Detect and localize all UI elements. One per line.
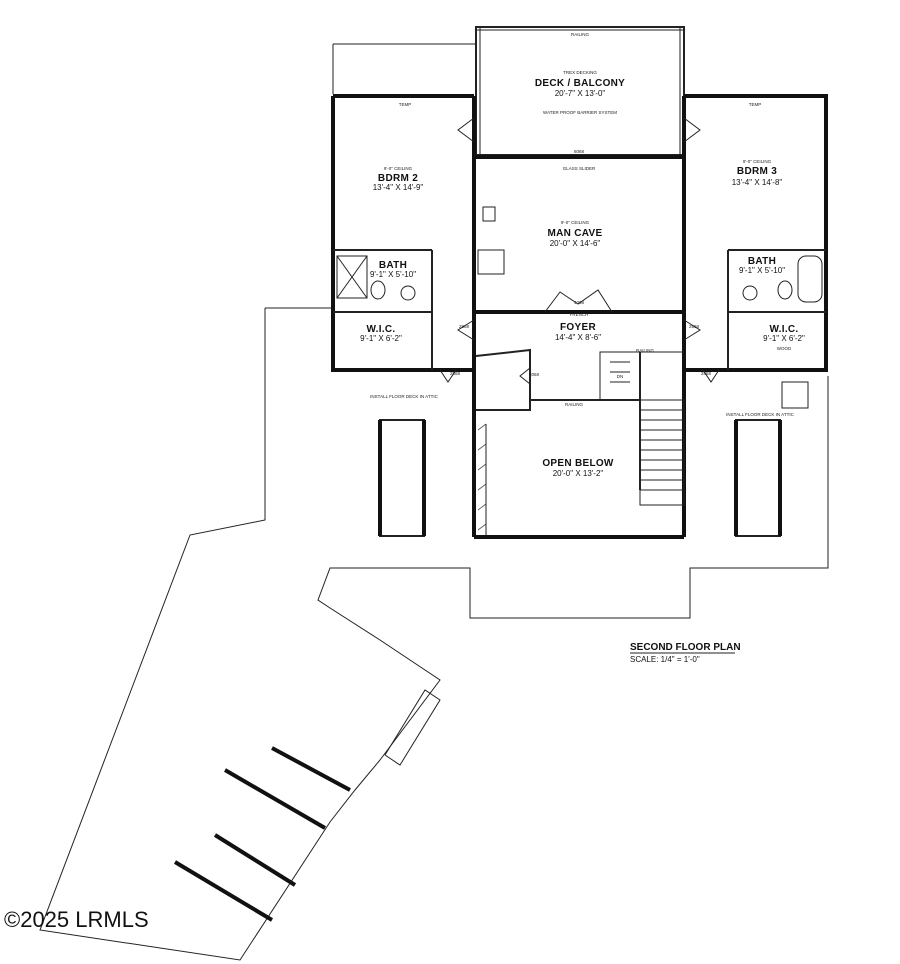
bdrm2-temp-label: TEMP — [399, 102, 412, 107]
french-label: FRENCH — [570, 312, 589, 317]
deck-note2: WATER PROOF BARRIER SYSTEM — [543, 110, 617, 115]
plan-scale: SCALE: 1/4" = 1'-0" — [630, 655, 700, 664]
plan-title-block: SECOND FLOOR PLAN SCALE: 1/4" = 1'-0" — [630, 642, 741, 664]
bdrm2-ceiling: 9'-0" CEILING — [384, 166, 413, 171]
mancave-name: MAN CAVE — [548, 228, 603, 239]
attic-right-label: INSTALL FLOOR DECK IN ATTIC — [726, 412, 794, 417]
deck-railing-label: RAILING — [571, 32, 590, 37]
stair-dn-label: DN — [617, 374, 624, 379]
bdrm2-dims: 13'-4" X 14'-9" — [373, 183, 424, 192]
foyer-railing-label: RAILING — [636, 348, 655, 353]
bdrm3-ceiling: 9'-0" CEILING — [743, 159, 772, 164]
openbelow-dims: 20'-0" X 13'-2" — [553, 469, 604, 478]
foyer-name: FOYER — [560, 322, 596, 333]
bath3-dims: 9'-1" X 5'-10" — [739, 266, 785, 275]
door-3068-closet: 3068 — [529, 372, 540, 377]
wic3-wood-label: WOOD — [777, 346, 792, 351]
deck-dims: 20'-7" X 13'-0" — [555, 89, 606, 98]
wic3-dims: 9'-1" X 6'-2" — [763, 334, 805, 343]
bdrm2-name: BDRM 2 — [378, 173, 418, 184]
deck-note: TREX DECKING — [563, 70, 597, 75]
bath2-dims: 9'-1" X 5'-10" — [370, 270, 416, 279]
attic-deck-bars — [378, 381, 809, 537]
wic2-dims: 9'-1" X 6'-2" — [360, 334, 402, 343]
openbelow-name: OPEN BELOW — [542, 458, 614, 469]
room-labels: RAILING TREX DECKING DECK / BALCONY 20'-… — [360, 32, 805, 478]
open-railing-label: RAILING — [565, 402, 584, 407]
open-below-hatch — [477, 423, 487, 535]
mancave-dims: 20'-0" X 14'-6" — [550, 239, 601, 248]
attic-left-label: INSTALL FLOOR DECK IN ATTIC — [370, 394, 438, 399]
wic3-name: W.I.C. — [769, 324, 798, 335]
door-6068-label: 6068 — [574, 149, 585, 154]
bdrm3-name: BDRM 3 — [737, 166, 777, 177]
foyer-dims: 14'-4" X 8'-6" — [555, 333, 601, 342]
bath-fixtures — [336, 206, 823, 303]
bdrm3-temp-label: TEMP — [749, 102, 762, 107]
door-2868-foyer-left: 2868 — [459, 324, 470, 329]
door-4068-label: 4068 — [574, 300, 585, 305]
roof-outline — [39, 43, 829, 961]
bath2-name: BATH — [379, 260, 407, 271]
lower-roof-bars — [173, 689, 441, 922]
copyright-watermark: ©2025 LRMLS — [4, 907, 149, 932]
door-2868-left: 2868 — [450, 371, 461, 376]
deck-name: DECK / BALCONY — [535, 78, 625, 89]
door-2868-right: 2868 — [701, 371, 712, 376]
plan-title: SECOND FLOOR PLAN — [630, 642, 741, 653]
bath3-name: BATH — [748, 256, 776, 267]
wic2-name: W.I.C. — [366, 324, 395, 335]
door-2868-foyer-right: 2868 — [689, 324, 700, 329]
glass-slider-label: GLASS SLIDER — [563, 166, 596, 171]
mancave-ceiling: 9'-0" CEILING — [561, 220, 590, 225]
staircase — [599, 351, 685, 506]
door-swings — [439, 117, 720, 385]
bdrm3-dims: 13'-4" X 14'-8" — [732, 178, 783, 187]
